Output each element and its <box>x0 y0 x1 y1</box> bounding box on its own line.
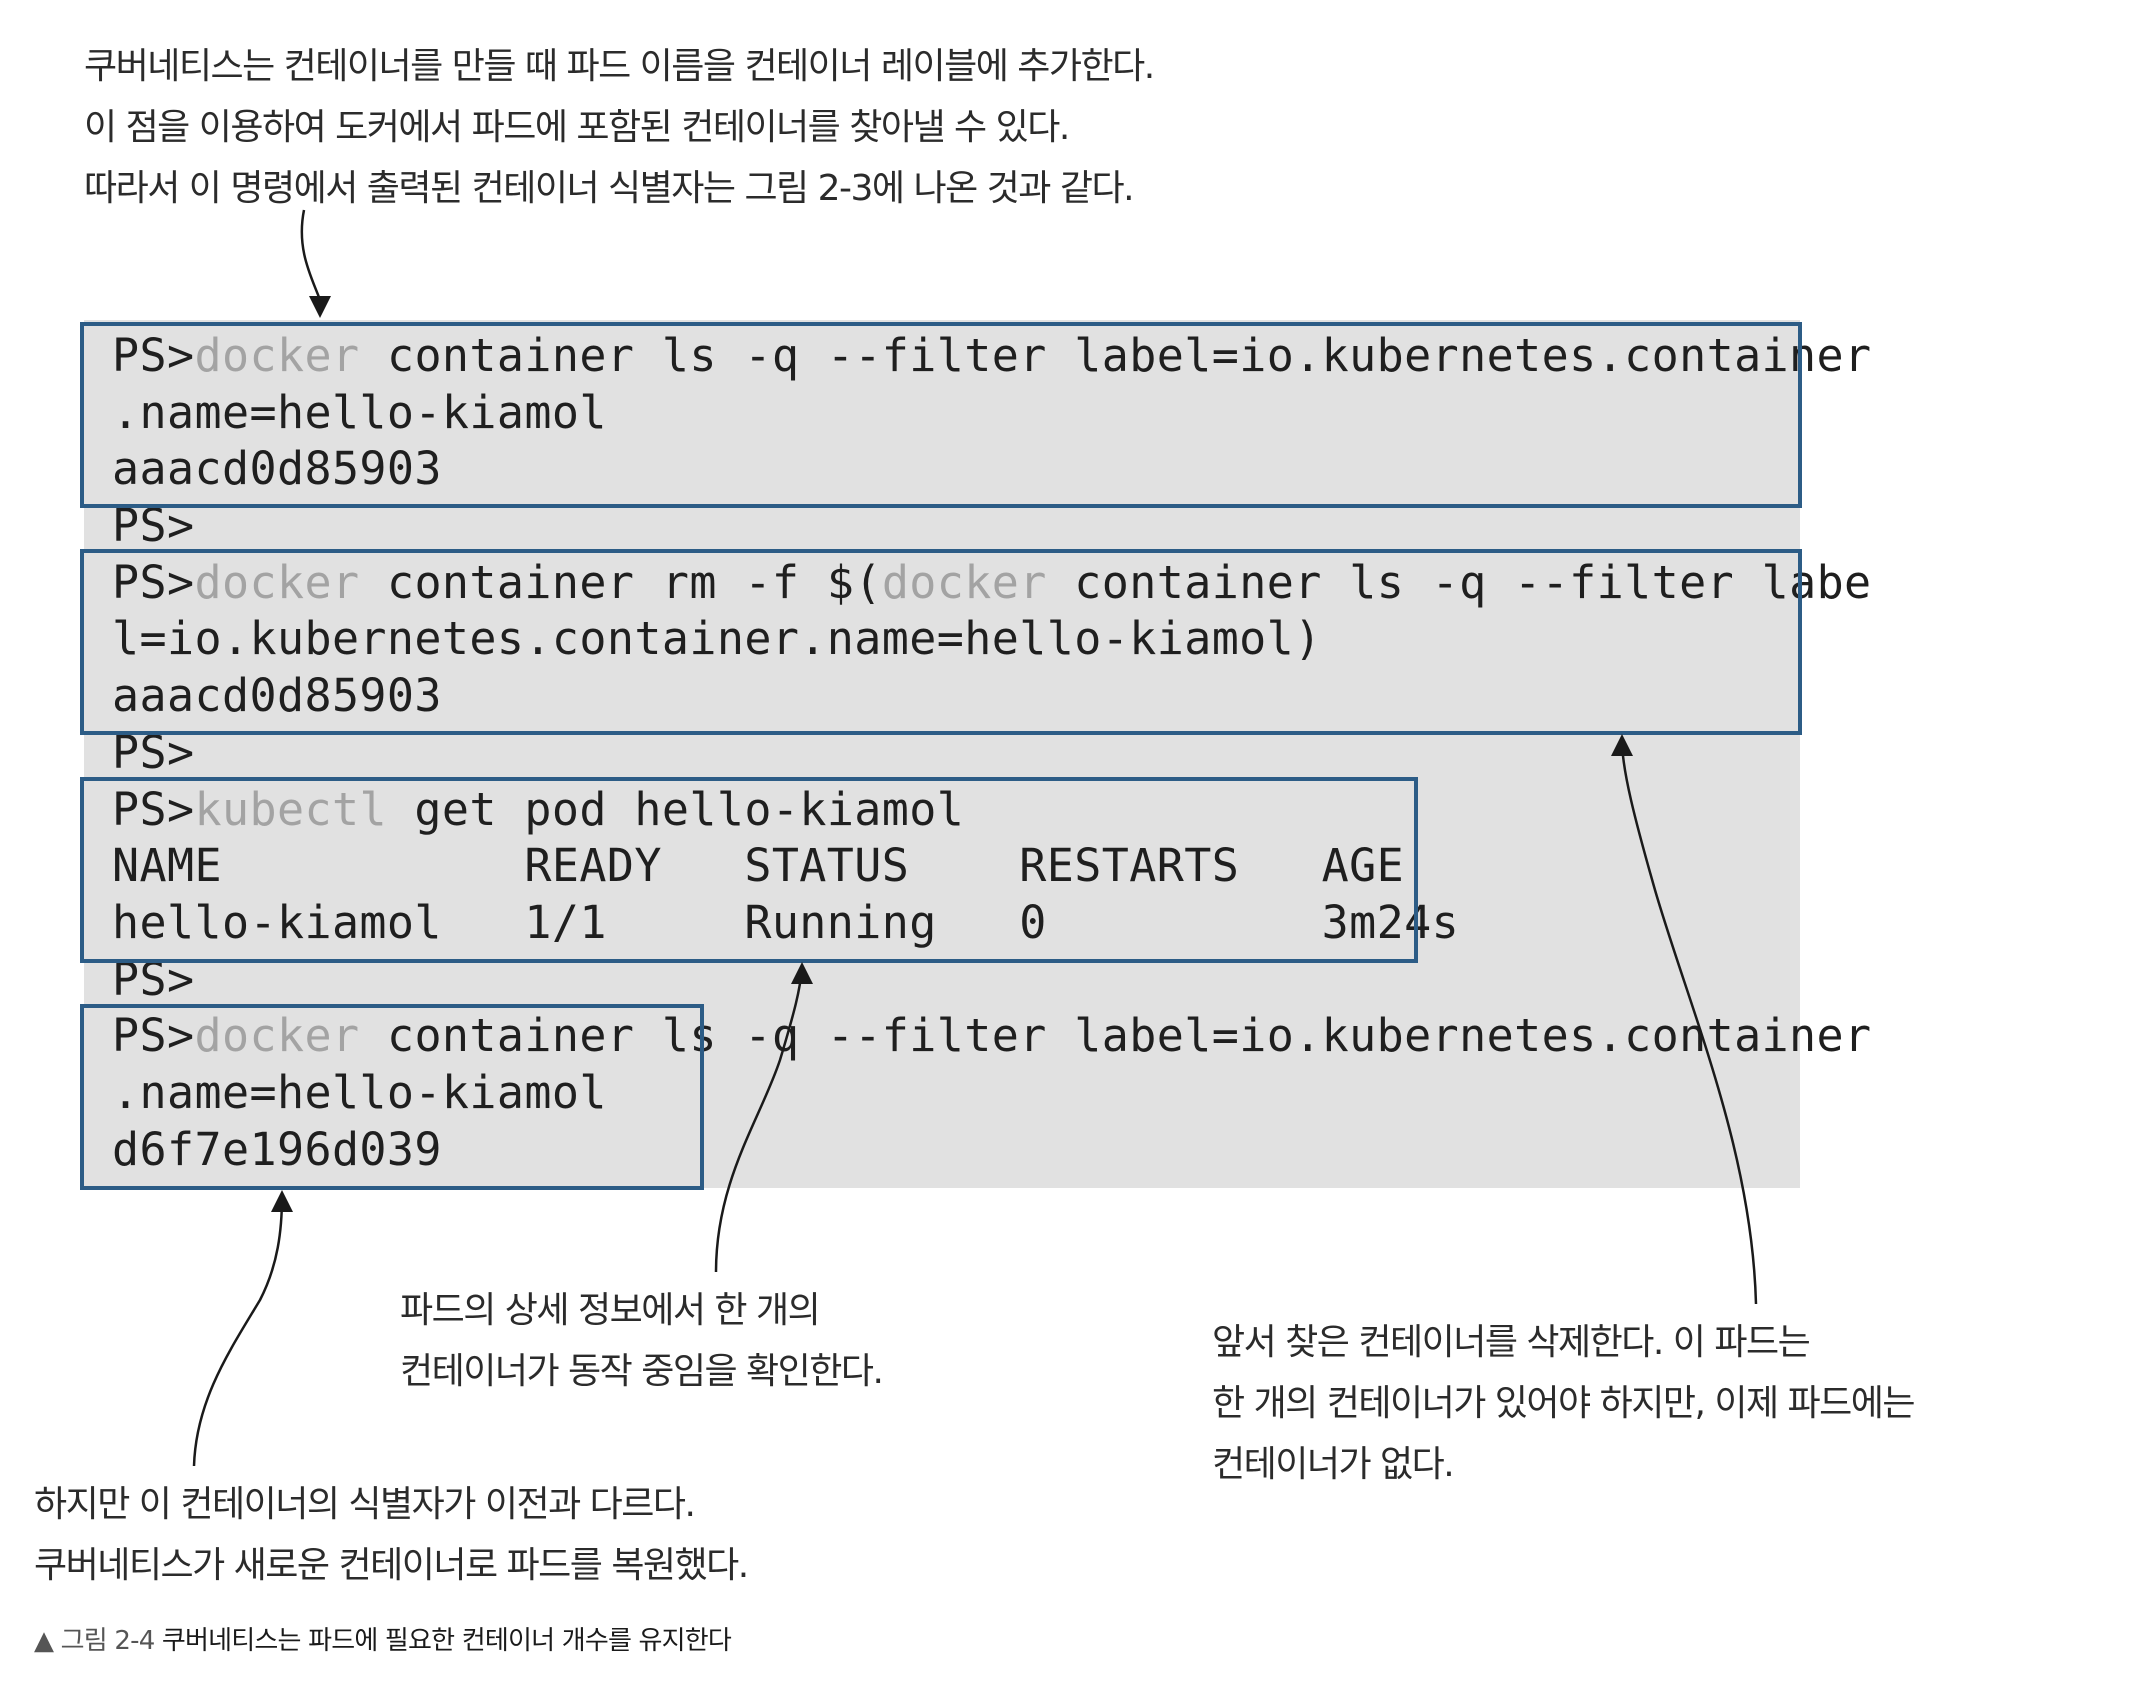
terminal-line: .name=hello-kiamol <box>112 385 607 439</box>
note-top-line-2: 이 점을 이용하여 도커에서 파드에 포함된 컨테이너를 찾아낼 수 있다. <box>84 107 1070 148</box>
note-restored-line-1: 하지만 이 컨테이너의 식별자가 이전과 다르다. <box>34 1484 696 1525</box>
note-pod-running-line-2: 컨테이너가 동작 중임을 확인한다. <box>400 1351 884 1392</box>
terminal-panel <box>84 320 1800 1188</box>
note-pod-running-line-1: 파드의 상세 정보에서 한 개의 <box>400 1290 821 1331</box>
terminal-line: .name=hello-kiamol <box>112 1065 607 1119</box>
note-deleted-line-2: 한 개의 컨테이너가 있어야 하지만, 이제 파드에는 <box>1212 1383 1916 1424</box>
terminal-line: hello-kiamol 1/1 Running 0 3m24s <box>112 895 1460 949</box>
note-deleted: 앞서 찾은 컨테이너를 삭제한다. 이 파드는 한 개의 컨테이너가 있어야 하… <box>1212 1312 1916 1495</box>
highlight-box-rm <box>80 549 1802 735</box>
terminal-output: PS>docker container ls -q --filter label… <box>112 328 1872 1178</box>
highlight-box-ls-before <box>80 322 1802 508</box>
figure-caption-text: 쿠버네티스는 파드에 필요한 컨테이너 개수를 유지한다 <box>161 1626 732 1656</box>
note-pod-running: 파드의 상세 정보에서 한 개의 컨테이너가 동작 중임을 확인한다. <box>400 1280 884 1402</box>
arrow-top-note <box>300 209 322 301</box>
terminal-line: PS>docker container ls -q --filter label… <box>112 1009 1872 1063</box>
highlight-box-ls-after <box>80 1004 704 1190</box>
arrow-top-note-head <box>309 296 331 318</box>
terminal-line: PS>docker container ls -q --filter label… <box>112 329 1872 382</box>
terminal-line: l=io.kubernetes.container.name=hello-kia… <box>112 612 1322 666</box>
terminal-line: aaacd0d85903 <box>112 442 442 496</box>
note-top-line-1: 쿠버네티스는 컨테이너를 만들 때 파드 이름을 컨테이너 레이블에 추가한다. <box>84 46 1155 87</box>
note-deleted-line-1: 앞서 찾은 컨테이너를 삭제한다. 이 파드는 <box>1212 1322 1811 1363</box>
arrow-deleted-note-head <box>1611 734 1633 756</box>
highlight-box-get-pod <box>80 777 1418 963</box>
note-top: 쿠버네티스는 컨테이너를 만들 때 파드 이름을 컨테이너 레이블에 추가한다.… <box>84 36 1155 219</box>
arrow-restored-note <box>192 1195 284 1467</box>
terminal-line: PS>docker container rm -f $(docker conta… <box>112 555 1872 609</box>
figure-number: 그림 2-4 <box>60 1626 156 1656</box>
note-restored-line-2: 쿠버네티스가 새로운 컨테이너로 파드를 복원했다. <box>34 1545 749 1586</box>
arrow-deleted-note <box>1620 739 1758 1305</box>
figure-caption: ▲ 그림 2-4 쿠버네티스는 파드에 필요한 컨테이너 개수를 유지한다 <box>34 1620 732 1657</box>
arrow-pod-running-note <box>714 967 804 1273</box>
note-deleted-line-3: 컨테이너가 없다. <box>1212 1444 1455 1485</box>
terminal-line: NAME READY STATUS RESTARTS AGE <box>112 839 1405 893</box>
arrow-pod-running-note-head <box>791 962 813 984</box>
note-restored: 하지만 이 컨테이너의 식별자가 이전과 다르다. 쿠버네티스가 새로운 컨테이… <box>34 1474 749 1596</box>
terminal-line: PS>kubectl get pod hello-kiamol <box>112 782 965 836</box>
terminal-line: d6f7e196d039 <box>112 1122 442 1176</box>
note-top-line-3: 따라서 이 명령에서 출력된 컨테이너 식별자는 그림 2-3에 나온 것과 같… <box>84 168 1135 209</box>
triangle-icon: ▲ <box>34 1626 54 1656</box>
arrow-restored-note-head <box>271 1190 293 1212</box>
terminal-line: aaacd0d85903 <box>112 669 442 723</box>
